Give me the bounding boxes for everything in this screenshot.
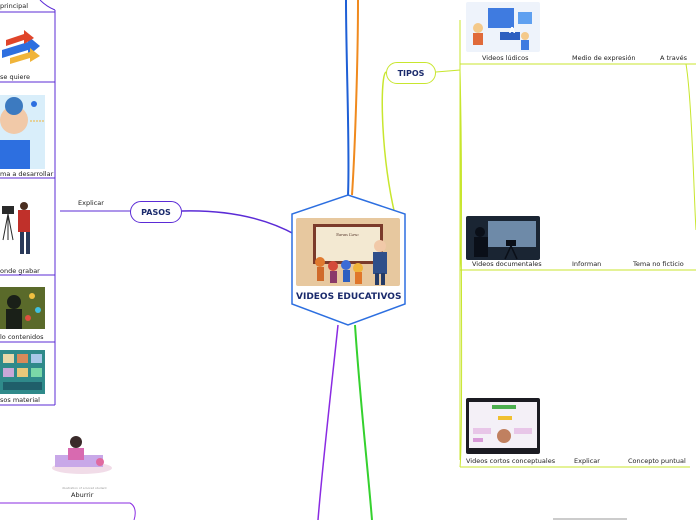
tipos-row1-name[interactable]: Videos lúdicos — [482, 54, 529, 62]
tipos-row1-col2[interactable]: Medio de expresión — [572, 54, 636, 62]
thumb-videos-documentales — [466, 216, 540, 260]
connector-bottom-green — [354, 324, 373, 520]
pasos-item-6[interactable]: sos material — [0, 396, 40, 404]
bottom-left-line — [0, 502, 136, 520]
svg-text:A: A — [509, 26, 516, 35]
tipos-row1-col3[interactable]: A través — [660, 54, 687, 62]
pasos-item-2[interactable]: se quiere — [0, 73, 31, 81]
tipos-branch-to-row3 — [459, 69, 462, 468]
connector-pasos — [181, 210, 297, 236]
thumb-videos-ludicos: A — [466, 2, 540, 52]
thumb-paso-4 — [0, 195, 36, 259]
tipos-extra-right — [685, 63, 696, 231]
node-tipos[interactable]: TIPOS — [386, 62, 436, 84]
tipos-row2-col2[interactable]: Informan — [572, 260, 602, 268]
aburrir-label[interactable]: Aburrir — [71, 491, 94, 499]
tipos-spine — [435, 20, 461, 460]
pasos-top-hook — [39, 0, 56, 11]
thumb-paso-5 — [0, 287, 45, 329]
center-board-text: Nuevas Curso — [335, 232, 359, 237]
tipos-row3-col2[interactable]: Explicar — [574, 457, 600, 465]
thumb-videos-cortos — [466, 398, 540, 454]
tipos-row2-name[interactable]: Videos documentales — [472, 260, 542, 268]
pasos-edge-label: Explicar — [78, 199, 104, 207]
pasos-item-1[interactable]: principal — [0, 2, 29, 10]
pasos-item-lines — [0, 11, 55, 406]
tipos-row3-name[interactable]: Videos cortos conceptuales — [466, 457, 556, 465]
pasos-item-4[interactable]: onde grabar — [0, 267, 40, 275]
center-title[interactable]: VIDEOS EDUCATIVOS — [296, 292, 402, 302]
node-pasos[interactable]: PASOS — [130, 201, 182, 223]
aburrir-caption: illustration of a bored student — [62, 486, 107, 490]
partial-thumbnail — [553, 518, 627, 520]
center-illustration — [296, 218, 400, 286]
connector-bottom-purple — [317, 324, 339, 520]
pasos-item-3[interactable]: ma a desarrollar — [0, 170, 54, 178]
pasos-item-5[interactable]: lo contenidos — [0, 333, 44, 341]
tipos-row3-col3[interactable]: Concepto puntual — [628, 457, 686, 465]
tipos-row2-col3[interactable]: Tema no ficticio — [633, 260, 684, 268]
thumb-paso-3 — [0, 95, 45, 169]
thumb-paso-2 — [0, 30, 44, 68]
thumb-paso-6 — [0, 350, 45, 394]
thumb-aburrir — [52, 436, 112, 474]
connector-top-blue — [345, 0, 350, 196]
connector-top-orange — [351, 0, 359, 196]
connector-tipos — [381, 71, 396, 216]
